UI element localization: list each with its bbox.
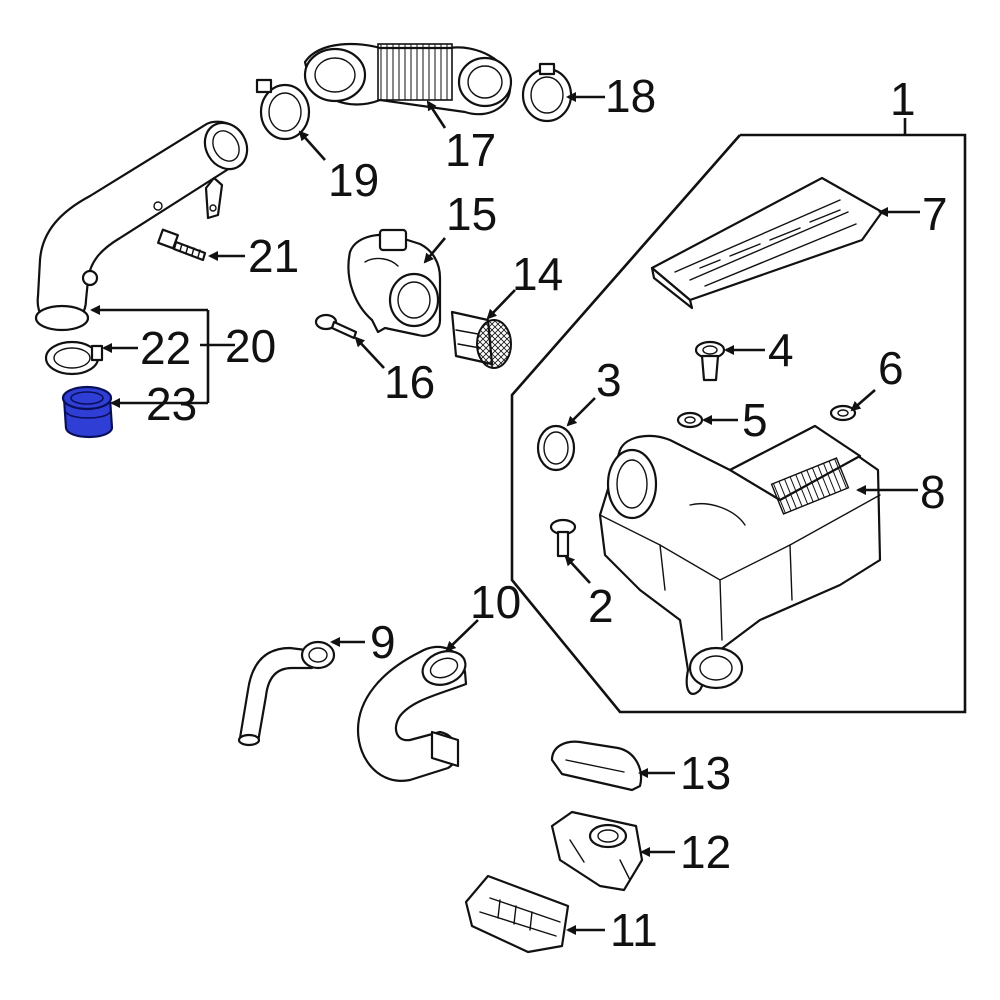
leader-17 xyxy=(426,100,447,129)
callout-2: 2 xyxy=(588,580,614,632)
part-10-air-duct[interactable] xyxy=(356,645,470,782)
leader-16 xyxy=(354,336,385,369)
part-8-air-cleaner-housing[interactable] xyxy=(598,424,882,695)
callout-13: 13 xyxy=(680,747,731,799)
callout-numbers: 1 2 3 4 5 6 7 8 9 10 11 12 13 14 15 16 1… xyxy=(140,70,948,956)
callout-14: 14 xyxy=(512,248,563,300)
leader-15 xyxy=(423,237,446,264)
part-17-intake-duct[interactable] xyxy=(303,42,513,116)
assembly-bracket-line xyxy=(510,133,967,714)
part-2-push-pin[interactable] xyxy=(549,518,577,558)
callout-19: 19 xyxy=(328,154,379,206)
part-22-clamp[interactable] xyxy=(44,340,104,376)
callout-5: 5 xyxy=(742,394,768,446)
callout-21: 21 xyxy=(248,230,299,282)
part-14-mesh-screen[interactable] xyxy=(450,310,512,369)
callout-8: 8 xyxy=(920,466,946,518)
leader-19 xyxy=(298,130,326,161)
part-23-sleeve-highlighted[interactable] xyxy=(61,385,114,438)
part-6-washer[interactable] xyxy=(829,404,857,422)
leader-6 xyxy=(850,389,876,412)
callout-23: 23 xyxy=(146,378,197,430)
part-12-resonator[interactable] xyxy=(550,810,644,892)
part-7-filter-element[interactable] xyxy=(650,176,884,310)
part-19-clamp[interactable] xyxy=(255,78,311,141)
part-13-cover[interactable] xyxy=(550,740,643,792)
callout-9: 9 xyxy=(370,616,396,668)
part-9-breather-hose[interactable] xyxy=(237,640,336,747)
leader-lines xyxy=(90,92,920,935)
callout-1: 1 xyxy=(890,73,916,125)
callout-17: 17 xyxy=(445,124,496,176)
leader-3 xyxy=(566,397,596,427)
part-21-bolt[interactable] xyxy=(156,228,207,262)
leader-10 xyxy=(445,619,479,652)
callout-6: 6 xyxy=(878,342,904,394)
callout-11: 11 xyxy=(610,904,658,956)
part-5-washer[interactable] xyxy=(676,411,704,429)
part-20-intake-pipe[interactable] xyxy=(34,115,255,332)
leader-2 xyxy=(564,555,591,584)
callout-3: 3 xyxy=(596,354,622,406)
callout-4: 4 xyxy=(768,324,794,376)
part-4-grommet[interactable] xyxy=(694,340,726,382)
callout-20: 20 xyxy=(225,320,276,372)
callout-12: 12 xyxy=(680,826,731,878)
callout-16: 16 xyxy=(384,356,435,408)
callout-18: 18 xyxy=(605,70,656,122)
part-11-inlet-scoop[interactable] xyxy=(464,874,570,954)
callout-15: 15 xyxy=(446,188,497,240)
leader-14 xyxy=(486,289,516,320)
part-18-clamp[interactable] xyxy=(521,62,573,123)
part-3-o-ring[interactable] xyxy=(536,424,576,472)
part-15-airflow-sensor-housing[interactable] xyxy=(347,228,442,337)
callout-7: 7 xyxy=(922,188,948,240)
callout-10: 10 xyxy=(470,576,521,628)
part-16-screw[interactable] xyxy=(314,313,358,340)
callout-22: 22 xyxy=(140,322,191,374)
